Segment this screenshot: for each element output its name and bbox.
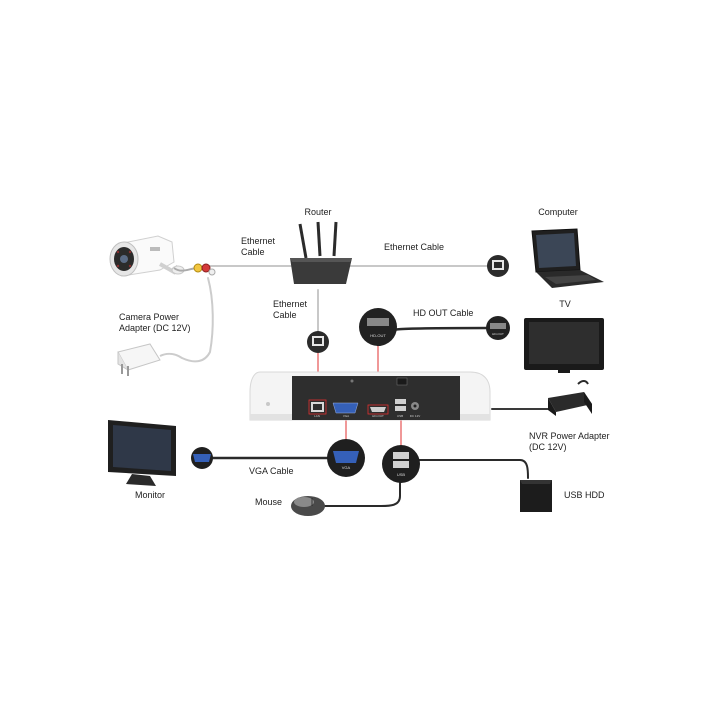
ethernet-badge-computer xyxy=(487,255,509,277)
camera-power-adapter xyxy=(117,343,183,376)
nvr-lan-label: LAN xyxy=(314,414,320,418)
computer-ethernet-label: Ethernet Cable xyxy=(384,242,445,252)
nvr-hdmi-label: HD-OUT xyxy=(372,414,384,418)
router-label: Router xyxy=(304,207,332,217)
hdmi-badge-nvr: HD-OUT xyxy=(359,308,397,346)
laptop-computer xyxy=(531,228,604,288)
nvr-vga-label: VGA xyxy=(343,414,349,418)
usb-hdd xyxy=(520,480,552,512)
usb-hdd-label: USB HDD xyxy=(564,490,605,500)
mouse-label: Mouse xyxy=(255,497,283,507)
nvr-ethernet-label: Ethernet Cable xyxy=(273,299,308,320)
nvr-power-label: NVR Power Adapter (DC 12V) xyxy=(529,431,610,452)
nvr-recorder: LAN VGA HD-OUT USB DC 12V xyxy=(249,371,491,421)
nvr-hdmi-port xyxy=(370,407,386,412)
nvr-dc-label: DC 12V xyxy=(410,414,421,418)
vga-badge-nvr: VGA xyxy=(327,439,365,477)
monitor-label: Monitor xyxy=(135,490,166,500)
computer-label: Computer xyxy=(538,207,578,217)
vga-badge-monitor xyxy=(191,447,213,469)
usb-mouse-cable xyxy=(321,473,401,507)
tv-label: TV xyxy=(559,299,571,309)
bullet-camera xyxy=(109,235,216,277)
hdmi-badge-text: HD-OUT xyxy=(370,333,386,338)
hdmi-badge-right-text: HD-OUT xyxy=(492,332,504,336)
router xyxy=(290,221,352,284)
ethernet-badge-nvr xyxy=(307,331,329,353)
hd-out-cable-label: HD OUT Cable xyxy=(413,308,474,318)
camera-power-label: Camera Power Adapter (DC 12V) xyxy=(119,312,191,333)
usb-badge: USB xyxy=(382,445,420,483)
nvr-power-adapter xyxy=(548,380,592,416)
nvr-usb-label: USB xyxy=(397,414,403,418)
camera-power-cable xyxy=(181,277,214,363)
usb-hdd-cable xyxy=(411,459,529,479)
camera-ethernet-label: Ethernet Cable xyxy=(241,236,276,257)
monitor xyxy=(108,420,176,486)
nvr-vga-port xyxy=(332,402,359,414)
usb-badge-text: USB xyxy=(397,472,406,477)
hdmi-badge-tv: HD-OUT xyxy=(486,316,510,340)
nvr-usb-port-2 xyxy=(395,406,406,411)
nvr-usb-port-1 xyxy=(395,399,406,404)
vga-badge-text: VGA xyxy=(342,465,351,470)
mouse xyxy=(291,496,325,516)
tv xyxy=(524,318,604,373)
vga-cable-label: VGA Cable xyxy=(249,466,294,476)
